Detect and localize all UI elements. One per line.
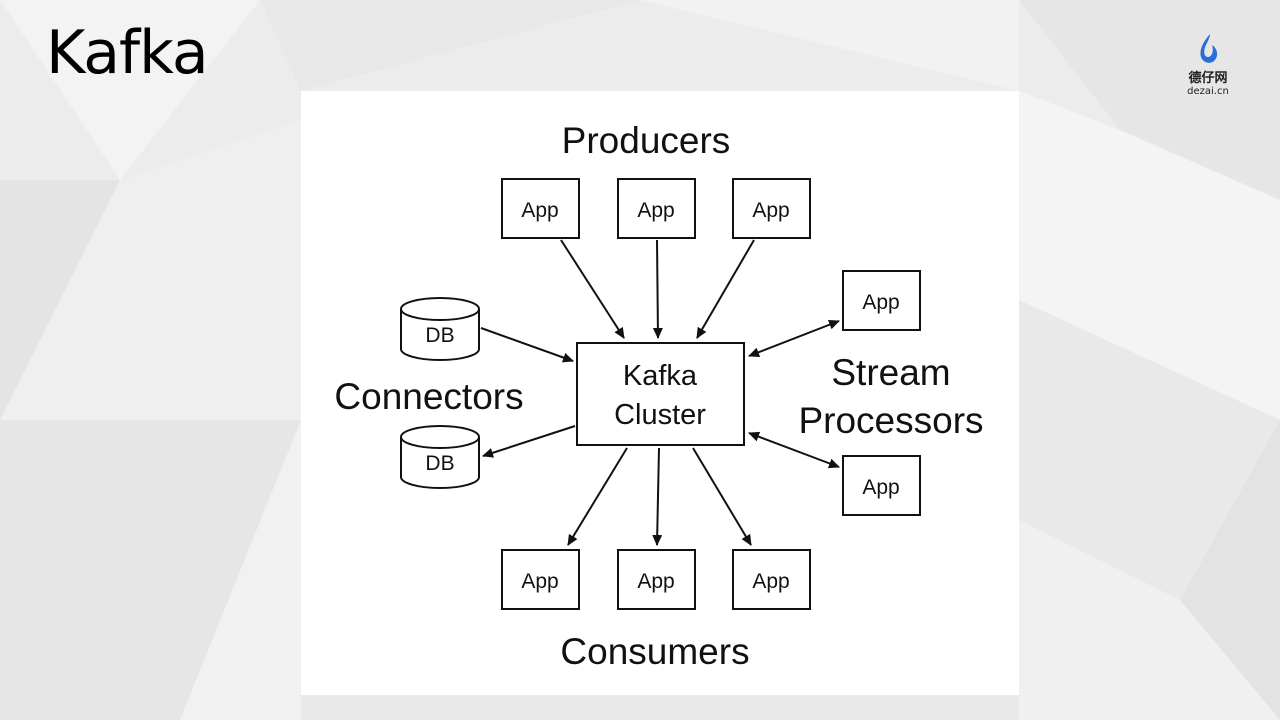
stream-processor-app-2: App [842,455,921,516]
app-label: App [521,199,558,222]
cluster-label-line2: Cluster [614,399,706,431]
db-label: DB [425,452,454,475]
connectors-label: Connectors [334,376,523,417]
consumers-label: Consumers [560,631,749,672]
slide-title: Kafka [46,18,209,88]
app-label: App [521,570,558,593]
stream-processors-label-line2: Processors [798,400,983,441]
app-label: App [637,570,674,593]
app-label: App [862,291,899,314]
stream-processors-label-line1: Stream [831,352,950,393]
stream-processor-app-1: App [842,270,921,331]
app-label: App [752,570,789,593]
db-label: DB [425,324,454,347]
app-label: App [637,199,674,222]
logo-subtext: dezai.cn [1187,86,1229,97]
arrow-stream-processor-1 [748,319,840,358]
arrow-producer-1 [560,239,625,339]
logo-text: 德仔网 [1188,71,1228,86]
arrow-consumer-1 [567,447,628,546]
kafka-architecture-diagram: Producers Consumers Connectors Stream Pr… [301,91,1019,695]
kafka-cluster-box: Kafka Cluster [576,342,745,446]
consumer-app-1: App [501,549,580,610]
arrow-db-to-cluster [480,327,574,363]
arrow-cluster-to-db [482,425,576,458]
producer-app-3: App [732,178,811,239]
consumer-app-3: App [732,549,811,610]
drop-logo-icon [1200,34,1218,63]
arrow-producer-2 [652,239,663,339]
arrow-consumer-3 [692,447,752,546]
app-label: App [752,199,789,222]
producers-label: Producers [562,120,731,161]
producer-app-2: App [617,178,696,239]
db-cylinder-source: DB [400,297,480,361]
db-cylinder-sink: DB [400,425,480,489]
arrow-consumer-2 [652,447,663,546]
producer-app-1: App [501,178,580,239]
consumer-app-2: App [617,549,696,610]
site-logo: 德仔网 dezai.cn [1176,32,1240,104]
arrow-producer-3 [696,239,755,339]
app-label: App [862,476,899,499]
arrow-stream-processor-2 [748,431,840,469]
cluster-label-line1: Kafka [623,360,698,392]
